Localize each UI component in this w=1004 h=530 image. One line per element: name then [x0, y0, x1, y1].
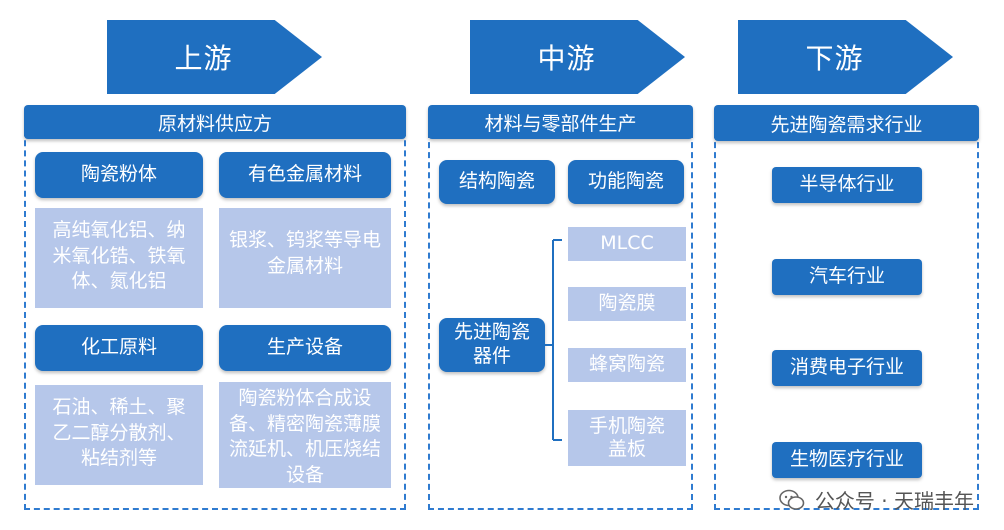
industry-biomedical: 生物医疗行业 — [772, 442, 922, 478]
product-mlcc: MLCC — [568, 227, 686, 261]
wechat-icon — [779, 489, 805, 511]
industry-biomedical-label: 生物医疗行业 — [789, 448, 904, 471]
midstream-arrow: 中游 — [470, 20, 685, 94]
functional-ceramic-label: 功能陶瓷 — [587, 170, 664, 193]
chemical-label: 化工原料 — [35, 325, 203, 371]
upstream-header-label: 原材料供应方 — [157, 112, 272, 135]
industry-automotive: 汽车行业 — [772, 259, 922, 295]
industry-automotive-label: 汽车行业 — [808, 265, 885, 288]
equipment-detail: 陶瓷粉体合成设备、精密陶瓷薄膜流延机、机压烧结设备 — [219, 382, 391, 488]
downstream-header-label: 先进陶瓷需求行业 — [770, 113, 923, 136]
advanced-ceramic-device-label: 先进陶瓷器件 — [453, 321, 530, 367]
structural-ceramic-label: 结构陶瓷 — [458, 170, 535, 193]
advanced-ceramic-device: 先进陶瓷器件 — [439, 318, 545, 372]
ceramic-powder-label: 陶瓷粉体 — [35, 152, 203, 198]
downstream-arrow: 下游 — [738, 20, 953, 94]
nonferrous-detail: 银浆、钨浆等导电金属材料 — [219, 208, 391, 308]
industry-consumer-electronics: 消费电子行业 — [772, 350, 922, 386]
ceramic-powder-text: 陶瓷粉体 — [80, 163, 157, 186]
watermark-text: 公众号 · 天瑞丰年 — [814, 489, 974, 513]
downstream-header: 先进陶瓷需求行业 — [714, 105, 979, 141]
midstream-header: 材料与零部件生产 — [428, 105, 693, 139]
product-ceramic-membrane: 陶瓷膜 — [568, 287, 686, 321]
upstream-title: 上游 — [174, 42, 233, 75]
ceramic-powder-detail: 高纯氧化铝、纳米氧化锆、铁氧体、氮化铝 — [35, 208, 203, 308]
industry-semiconductor-label: 半导体行业 — [799, 173, 895, 196]
nonferrous-text: 有色金属材料 — [247, 163, 362, 186]
midstream-title: 中游 — [537, 42, 596, 75]
equipment-label: 生产设备 — [219, 325, 391, 371]
chemical-detail: 石油、稀土、聚乙二醇分散剂、粘结剂等 — [35, 385, 203, 485]
equipment-text: 生产设备 — [266, 336, 343, 359]
watermark: 公众号 · 天瑞丰年 — [779, 485, 974, 514]
downstream-title: 下游 — [805, 42, 864, 75]
upstream-header: 原材料供应方 — [24, 105, 406, 139]
chemical-text: 化工原料 — [80, 336, 157, 359]
structural-ceramic: 结构陶瓷 — [439, 160, 555, 204]
industry-consumer-electronics-label: 消费电子行业 — [789, 356, 904, 379]
upstream-arrow: 上游 — [107, 20, 322, 94]
product-phone-cover: 手机陶瓷盖板 — [568, 410, 686, 466]
nonferrous-label: 有色金属材料 — [219, 152, 391, 198]
functional-ceramic: 功能陶瓷 — [568, 160, 684, 204]
product-honeycomb-ceramic: 蜂窝陶瓷 — [568, 348, 686, 382]
midstream-header-label: 材料与零部件生产 — [484, 112, 637, 135]
industry-semiconductor: 半导体行业 — [772, 167, 922, 203]
